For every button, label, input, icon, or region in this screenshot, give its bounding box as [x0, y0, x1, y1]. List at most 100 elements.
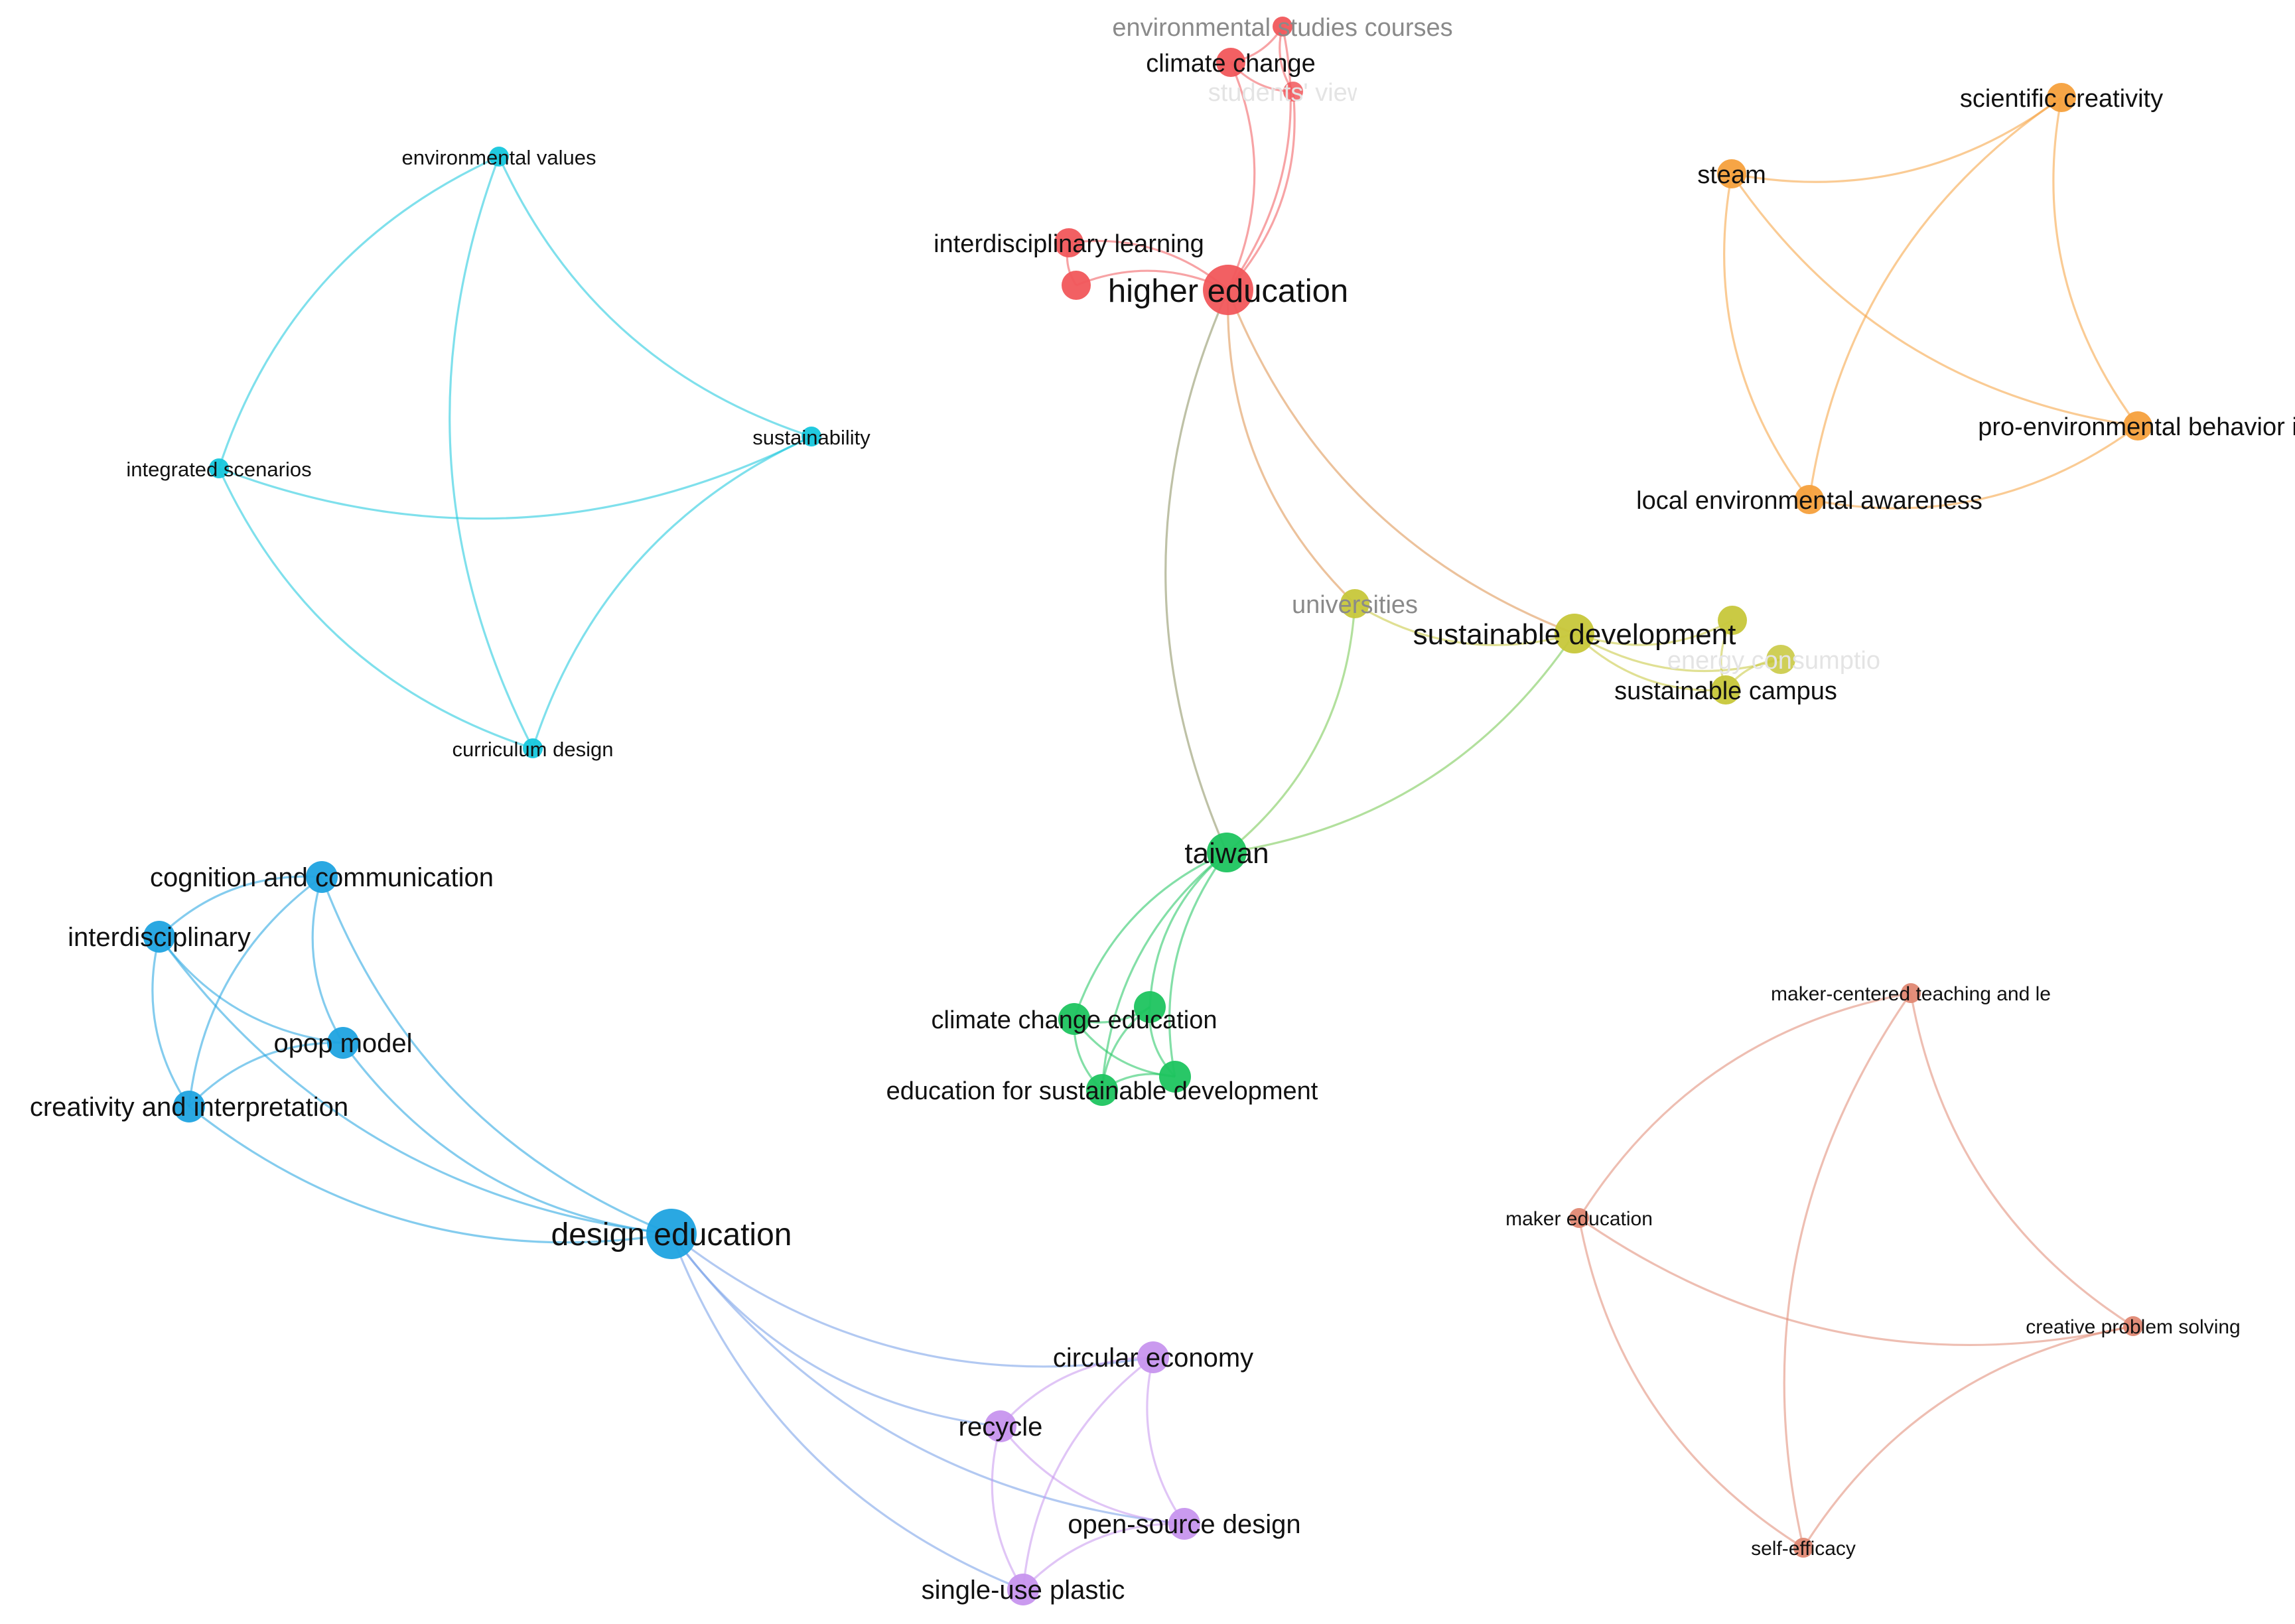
link-scientific-creativity-to-local-environmental-awareness	[1808, 96, 2062, 500]
node-integrated-scenarios[interactable]	[209, 458, 229, 478]
node-steam[interactable]	[1717, 159, 1746, 188]
label-curriculum-design: curriculum design	[452, 738, 614, 761]
node-design-education[interactable]	[646, 1209, 697, 1259]
link-environmental-values-to-sustainability	[498, 156, 812, 438]
label-opop-model: opop model	[273, 1029, 412, 1058]
node-higher-education[interactable]	[1203, 265, 1253, 315]
label-cognition-and-communication: cognition and communication	[150, 863, 494, 892]
node-single-use-plastic[interactable]	[1007, 1574, 1039, 1605]
link-taiwan-to-sustainable-development	[1226, 633, 1576, 854]
link-maker-centered-teaching-to-self-efficacy	[1783, 992, 1912, 1548]
link-scientific-creativity-to-pro-environmental-behavior	[2052, 97, 2139, 427]
node-maker-education[interactable]	[1569, 1208, 1589, 1228]
label-sustainability: sustainability	[752, 426, 870, 449]
link-cognition-and-communication-to-design-education	[320, 876, 672, 1235]
node-open-source-design[interactable]	[1168, 1508, 1200, 1540]
label-energy-consumption: energy consumption	[1667, 647, 1894, 675]
node-pro-environmental-behavior[interactable]	[2123, 411, 2152, 440]
link-cognition-and-communication-to-interdisciplinary	[158, 875, 322, 938]
link-integrated-scenarios-to-curriculum-design	[218, 468, 533, 750]
link-maker-centered-teaching-to-creative-problem-solving	[1910, 992, 2134, 1327]
node-sustainable-campus[interactable]	[1711, 675, 1740, 705]
label-environmental-values: environmental values	[402, 146, 596, 169]
label-sustainable-development: sustainable development	[1413, 618, 1736, 651]
link-creative-problem-solving-to-self-efficacy	[1802, 1325, 2134, 1548]
node-opop-model[interactable]	[327, 1027, 359, 1059]
node-creative-problem-solving[interactable]	[2123, 1316, 2143, 1336]
link-interdisciplinary-to-design-education	[158, 936, 672, 1235]
label-scientific-creativity: scientific creativity	[1960, 85, 2163, 113]
node-circular-economy[interactable]	[1137, 1341, 1169, 1373]
node-cognition-and-communication[interactable]	[306, 861, 338, 893]
link-integrated-scenarios-to-sustainability	[218, 435, 812, 520]
node-red-unlabeled[interactable]	[1062, 271, 1091, 300]
node-universities[interactable]	[1340, 589, 1369, 618]
link-circular-economy-to-recycle	[999, 1356, 1154, 1428]
label-open-source-design: open-source design	[1068, 1510, 1300, 1539]
node-environmental-values[interactable]	[489, 147, 509, 167]
link-steam-to-local-environmental-awareness	[1723, 173, 1811, 500]
link-taiwan-to-green-unlabeled-1	[1148, 851, 1228, 1008]
label-environmental-studies-courses: environmental studies courses	[1112, 14, 1452, 42]
label-climate-change-education: climate change education	[932, 1006, 1217, 1034]
link-sustainable-development-to-yellow-unlabeled	[1574, 619, 1733, 646]
link-sustainability-to-curriculum-design	[531, 435, 812, 749]
node-maker-centered-teaching[interactable]	[1901, 983, 1921, 1003]
link-higher-education-to-taiwan	[1164, 289, 1229, 853]
link-sustainable-development-to-sustainable-campus	[1573, 632, 1726, 692]
link-taiwan-to-green-unlabeled-2	[1168, 852, 1228, 1077]
link-design-education-to-single-use-plastic	[670, 1233, 1024, 1591]
label-interdisciplinary-learning: interdisciplinary learning	[934, 230, 1204, 258]
link-taiwan-to-climate-change-education	[1073, 851, 1227, 1020]
link-maker-centered-teaching-to-maker-education	[1578, 992, 1912, 1219]
link-interdisciplinary-to-opop-model	[158, 936, 344, 1044]
link-higher-education-to-climate-change	[1227, 62, 1256, 291]
node-education-for-sustainable-development[interactable]	[1086, 1074, 1118, 1106]
node-self-efficacy[interactable]	[1793, 1538, 1813, 1558]
node-environmental-studies-courses[interactable]	[1273, 17, 1292, 36]
node-curriculum-design[interactable]	[523, 738, 543, 758]
node-energy-consumption[interactable]	[1766, 645, 1795, 674]
node-climate-change[interactable]	[1216, 48, 1245, 77]
node-interdisciplinary[interactable]	[143, 921, 175, 953]
link-cognition-and-communication-to-creativity-and-interpretation	[188, 876, 322, 1107]
node-interdisciplinary-learning[interactable]	[1054, 228, 1083, 257]
node-local-environmental-awareness[interactable]	[1795, 485, 1824, 514]
link-design-education-to-open-source-design	[670, 1233, 1185, 1525]
label-integrated-scenarios: integrated scenarios	[126, 458, 311, 481]
node-green-unlabeled-2[interactable]	[1159, 1061, 1191, 1093]
link-interdisciplinary-to-creativity-and-interpretation	[151, 936, 190, 1107]
label-education-for-sustainable-development: education for sustainable development	[886, 1077, 1318, 1105]
link-local-environmental-awareness-to-pro-environmental-behavior	[1809, 425, 2138, 509]
label-universities: universities	[1292, 591, 1418, 619]
link-environmental-values-to-curriculum-design	[449, 156, 534, 749]
label-creativity-and-interpretation: creativity and interpretation	[30, 1093, 348, 1122]
link-recycle-to-single-use-plastic	[991, 1426, 1024, 1590]
node-climate-change-education[interactable]	[1058, 1003, 1090, 1035]
node-creativity-and-interpretation[interactable]	[173, 1091, 205, 1122]
link-recycle-to-open-source-design	[999, 1426, 1185, 1525]
node-sustainable-development[interactable]	[1555, 614, 1594, 653]
node-taiwan[interactable]	[1207, 833, 1247, 872]
link-higher-education-to-environmental-studies-courses	[1227, 26, 1292, 291]
node-green-unlabeled-1[interactable]	[1134, 991, 1166, 1023]
nodes-layer	[143, 17, 2152, 1605]
node-recycle[interactable]	[985, 1410, 1016, 1442]
labels-layer: environmental values integrated scenarios…	[30, 14, 2295, 1605]
node-scientific-creativity[interactable]	[2047, 83, 2076, 112]
link-design-education-to-circular-economy	[671, 1233, 1154, 1368]
node-yellow-unlabeled[interactable]	[1718, 606, 1747, 635]
link-circular-economy-to-open-source-design	[1146, 1357, 1186, 1524]
link-steam-to-scientific-creativity	[1731, 96, 2062, 183]
label-taiwan: taiwan	[1184, 837, 1269, 870]
label-students-views: students' views	[1208, 79, 1378, 107]
node-sustainability[interactable]	[801, 427, 821, 446]
label-sustainable-campus: sustainable campus	[1614, 677, 1837, 705]
link-universities-to-sustainable-development	[1354, 602, 1575, 646]
label-circular-economy: circular economy	[1053, 1343, 1253, 1373]
node-students-views[interactable]	[1283, 82, 1303, 102]
link-higher-education-to-students-views	[1227, 91, 1296, 291]
link-maker-education-to-self-efficacy	[1578, 1217, 1804, 1549]
link-maker-education-to-creative-problem-solving	[1578, 1217, 2134, 1346]
link-cognition-and-communication-to-opop-model	[311, 876, 344, 1044]
